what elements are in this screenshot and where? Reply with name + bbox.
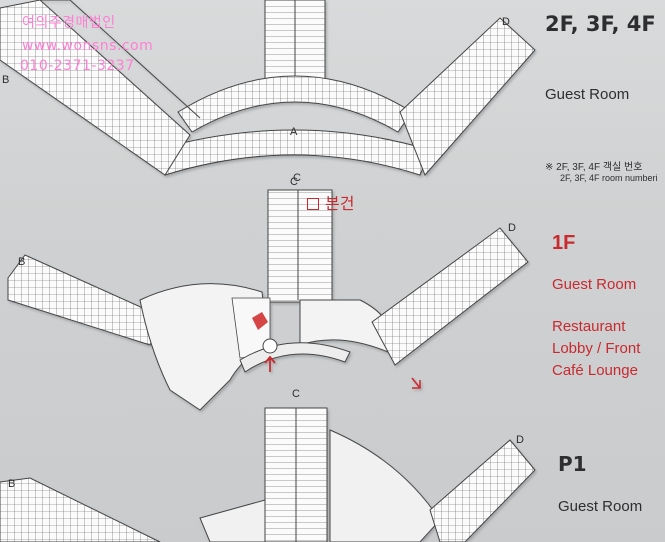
ground-area-cafe-lounge: Café Lounge (552, 362, 638, 379)
upper-wing-c: C (293, 172, 301, 184)
upper-note-kr: ※ 2F, 3F, 4F 객실 번호 (545, 162, 643, 173)
ground-wing-b: B (18, 256, 26, 268)
ground-area-restaurant: Restaurant (552, 318, 626, 335)
upper-wing-d: D (502, 16, 510, 28)
basement-plan (0, 407, 536, 542)
basement-floor-label: P1 (558, 452, 587, 476)
basement-wing-c: C (292, 388, 300, 400)
ground-area-guest-room: Guest Room (552, 276, 637, 293)
upper-note-en: 2F, 3F, 4F room numberi (560, 173, 658, 183)
basement-wing-d: D (516, 434, 524, 446)
watermark-website: www.wonsns.com (22, 38, 154, 54)
legend-box-icon (307, 198, 319, 210)
ground-wing-d: D (508, 222, 516, 234)
upper-wing-a: A (290, 126, 298, 138)
watermark-phone: 010-2371-3237 (20, 58, 135, 74)
legend-label: 본건 (325, 196, 355, 213)
upper-wing-b: B (2, 74, 10, 86)
upper-room-type: Guest Room (545, 86, 630, 103)
basement-wing-b: B (8, 478, 16, 490)
subject-property-legend: 본건 (307, 190, 354, 214)
ground-floor-plan (7, 189, 529, 411)
ground-wing-c: C (290, 176, 298, 188)
upper-floors-plan (0, 0, 536, 176)
basement-room-type: Guest Room (558, 498, 643, 515)
watermark-company: 여의주경매법인 (22, 15, 116, 31)
ground-floor-label: 1F (552, 232, 576, 254)
ground-area-lobby-front: Lobby / Front (552, 340, 641, 357)
upper-floor-label: 2F, 3F, 4F (545, 12, 656, 36)
